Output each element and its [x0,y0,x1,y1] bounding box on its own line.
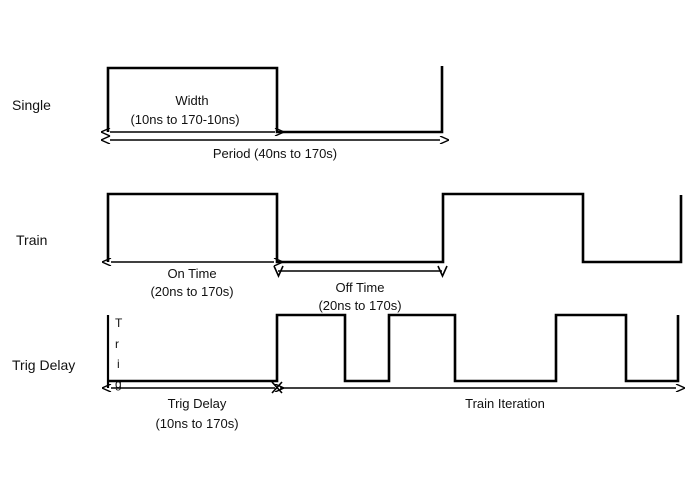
row-train: Train On Time (20ns to 170s) Off Time (2… [16,192,683,313]
dimension-period: Period (40ns to 170s) [110,140,440,161]
dimension-arrow-off-time-right [437,265,448,278]
waveform-train [106,192,683,264]
dimension-on-time: On Time (20ns to 170s) [111,262,274,299]
dimension-cross-mark-trig-delay [271,381,283,394]
trig-letter-r: r [115,337,119,351]
dimension-label-width-line2: (10ns to 170-10ns) [130,112,239,127]
dimension-label-off-time-line2: (20ns to 170s) [318,298,401,313]
dimension-label-trig-delay-line1: Trig Delay [168,396,227,411]
dimension-train-iteration: Train Iteration [280,388,676,411]
trig-letter-i: i [117,357,120,371]
row-single: Single Width (10ns to 170-10ns) Period (… [12,66,442,161]
dimension-label-period: Period (40ns to 170s) [213,146,337,161]
dimension-label-on-time-line1: On Time [167,266,216,281]
dimension-label-width-line1: Width [175,93,208,108]
dimension-label-train-iteration: Train Iteration [465,396,545,411]
waveform-single [106,66,444,134]
dimension-arrow-off-time-left [273,265,284,278]
row-label-trig-delay: Trig Delay [12,357,75,373]
row-label-single: Single [12,97,51,113]
dimension-width: Width (10ns to 170-10ns) [110,93,275,132]
dimension-label-trig-delay-line2: (10ns to 170s) [155,416,238,431]
trig-letter-g: g [115,377,122,391]
dimension-label-off-time-line1: Off Time [336,280,385,295]
dimension-trig-delay: Trig Delay (10ns to 170s) [111,381,283,431]
row-trig-delay: Trig Delay T r i g Trig Delay (10ns to 1… [12,313,680,431]
trig-letter-t: T [115,316,123,330]
dimension-off-time: Off Time (20ns to 170s) [273,265,448,313]
dimension-label-on-time-line2: (20ns to 170s) [150,284,233,299]
waveform-trig-delay [108,313,680,383]
row-label-train: Train [16,232,47,248]
